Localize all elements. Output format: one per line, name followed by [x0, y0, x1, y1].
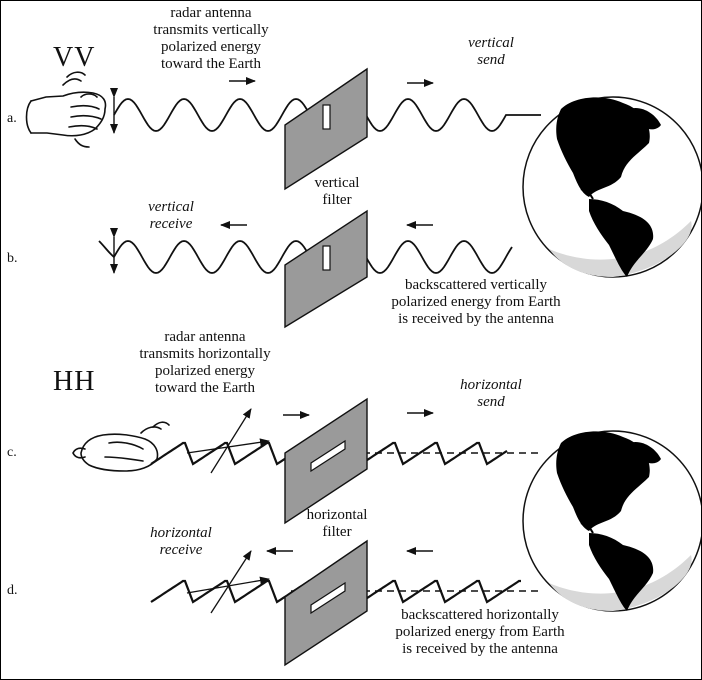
polarization-axes-c [186, 408, 270, 474]
row-label-b: b. [7, 251, 18, 266]
row-label-a: a. [7, 111, 17, 126]
horizontal-filter-d [284, 539, 368, 667]
vertical-filter-b [284, 209, 368, 329]
row-label-d: d. [7, 583, 18, 598]
hand-horizontal-icon [72, 421, 170, 472]
row-label-c: c. [7, 445, 17, 460]
earth-globe-icon-2 [522, 430, 701, 612]
mode-label-vv: VV [53, 42, 96, 73]
hand-icon [25, 71, 107, 148]
horizontal-filter-c [284, 397, 368, 525]
vertical-filter-a [284, 67, 368, 191]
earth-globe-icon [522, 96, 701, 278]
mode-label-hh: HH [53, 366, 96, 397]
